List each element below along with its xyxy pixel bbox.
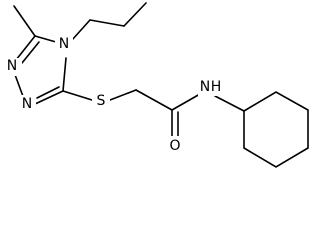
o-label-bg	[166, 136, 184, 154]
bond-c5-n1-double	[21, 41, 40, 64]
bond-carbonyl-nh	[171, 93, 201, 111]
atom-n4: N	[59, 36, 69, 52]
s-label-bg	[92, 92, 110, 110]
bond-c5-n1	[15, 35, 36, 61]
molecule-structure: N N N S O N H	[4, 2, 309, 168]
bond-propyl-1	[71, 19, 91, 41]
bond-propyl-2	[89, 19, 125, 27]
bond-n1-n2	[13, 71, 25, 100]
bond-ch2-carbonyl	[135, 89, 173, 111]
atom-n2: N	[22, 96, 32, 112]
n4-label-bg	[55, 35, 73, 53]
bond-propyl-3	[123, 2, 147, 27]
atom-sulfur: S	[97, 93, 106, 109]
bond-s-ch2	[109, 89, 137, 101]
atom-n1: N	[7, 58, 17, 74]
n1-label-bg	[4, 58, 22, 76]
bond-n2-c3	[34, 90, 64, 105]
atom-amide-n: N	[200, 79, 210, 95]
n2-label-bg	[18, 95, 36, 113]
atom-amide-h: H	[211, 79, 222, 95]
bond-c3-n4	[62, 57, 67, 92]
bond-c3-s	[62, 90, 93, 101]
cyclohexane-ring	[243, 91, 309, 168]
bond-n2-c3-double	[36, 86, 60, 99]
bond-nh-cyclohexyl	[214, 95, 245, 112]
bond-methyl	[13, 5, 36, 37]
nh-label-bg	[198, 78, 220, 96]
bond-n4-c5	[34, 35, 57, 43]
atom-oxygen: O	[169, 138, 180, 154]
